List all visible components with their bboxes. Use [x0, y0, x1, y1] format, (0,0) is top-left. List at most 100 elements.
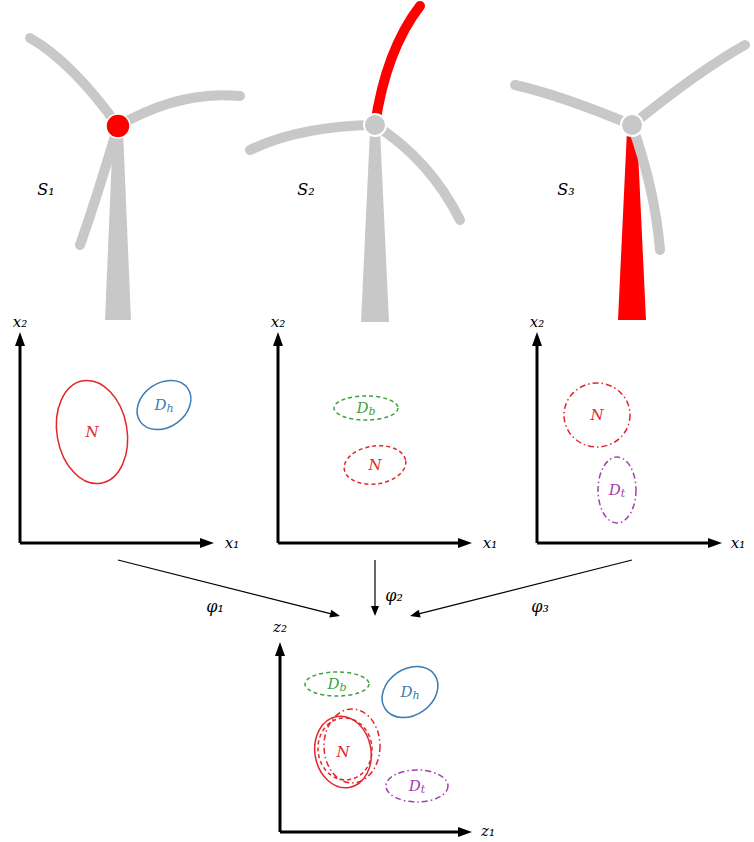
class-subscript: t — [621, 485, 625, 503]
class-symbol: D — [356, 399, 368, 417]
ellipse — [49, 375, 136, 490]
axis-label: z₂ — [273, 618, 287, 636]
arrowhead — [371, 606, 379, 616]
arrowhead — [15, 332, 25, 346]
blade — [80, 126, 118, 245]
ellipse — [372, 656, 448, 728]
axis-label: x₁ — [483, 534, 497, 552]
class-ellipse: Dt — [386, 770, 448, 802]
hub — [106, 114, 130, 138]
ellipse — [305, 672, 369, 696]
blade — [632, 45, 745, 125]
class-ellipse: Dh — [135, 383, 193, 427]
class-symbol: D — [400, 683, 412, 701]
system-label: S₃ — [556, 180, 575, 200]
ellipse-label: Dt — [386, 770, 448, 802]
class-ellipse: Db — [334, 396, 398, 420]
axis-label: x₁ — [225, 534, 239, 552]
ellipse-label: N — [344, 446, 406, 484]
ellipse — [334, 396, 398, 420]
ellipse-label: N — [315, 716, 371, 788]
class-ellipse: N — [344, 446, 406, 484]
ellipse — [324, 709, 380, 783]
axes — [15, 332, 722, 837]
class-ellipse: N — [315, 716, 371, 788]
axis — [277, 342, 280, 543]
class-symbol: D — [154, 396, 166, 414]
class-symbol: D — [409, 777, 421, 795]
arrowhead — [273, 332, 283, 346]
blade — [250, 125, 375, 150]
ellipse-label: Dt — [598, 457, 636, 523]
arrowhead — [329, 610, 340, 618]
arrowhead — [458, 538, 472, 548]
class-symbol: N — [85, 423, 98, 441]
hub — [621, 114, 643, 136]
scatter-plot-panel: x₂ x₁ N Dt — [520, 308, 754, 560]
turbine-3 — [515, 45, 745, 320]
blade — [515, 85, 632, 125]
blade — [375, 125, 460, 220]
axis-label: x₂ — [13, 313, 27, 331]
arrowhead — [410, 610, 421, 618]
class-ellipse: Dh — [380, 669, 440, 715]
class-subscript: h — [166, 400, 173, 418]
axis — [20, 542, 204, 545]
axis — [536, 342, 539, 543]
axis — [537, 542, 712, 545]
ellipse-label: N — [57, 380, 127, 484]
turbine-1 — [30, 38, 240, 320]
arrowhead — [532, 332, 542, 346]
axis — [278, 542, 462, 545]
mapping-label: φ₃ — [530, 597, 550, 617]
hub — [364, 114, 386, 136]
mapping-arrow — [118, 560, 340, 617]
axis — [279, 652, 282, 832]
class-ellipse: N — [57, 380, 127, 484]
system-label: S₂ — [296, 180, 315, 200]
axis — [280, 831, 462, 834]
ellipse — [342, 442, 409, 488]
axis-label: x₂ — [530, 313, 544, 331]
blade — [30, 38, 118, 126]
mapping-arrow — [410, 560, 632, 617]
class-symbol: D — [609, 481, 621, 499]
arrow-line — [374, 560, 375, 608]
mapping-arrow — [371, 560, 379, 616]
axis-label: z₁ — [481, 822, 495, 840]
class-subscript: t — [421, 781, 425, 799]
blade — [632, 125, 660, 250]
arrowhead — [200, 538, 214, 548]
mapping-label: φ₂ — [384, 586, 404, 606]
ellipse-label: Db — [305, 672, 369, 696]
ellipse-label: Dh — [380, 669, 440, 715]
ellipse — [309, 712, 377, 793]
class-ellipse: Db — [305, 672, 369, 696]
scatter-plot-panel: x₂ x₁ N Dh — [5, 308, 245, 560]
scatter-plot-panel: z₂ z₁ Db DhN Dt — [262, 616, 512, 842]
class-subscript: b — [339, 679, 346, 697]
class-subscript: b — [368, 403, 375, 421]
turbine-2 — [250, 6, 460, 322]
class-symbol: D — [327, 675, 339, 693]
class-symbol: N — [368, 456, 381, 474]
class-symbol: N — [590, 406, 603, 424]
arrowhead — [458, 827, 472, 837]
axis — [19, 342, 22, 543]
ellipse — [598, 457, 636, 523]
ellipse — [564, 383, 630, 447]
class-ellipse: Dt — [598, 457, 636, 523]
class-ellipse: N — [564, 383, 630, 447]
axis-label: x₁ — [731, 534, 745, 552]
axis-label: x₂ — [271, 313, 285, 331]
arrow-line — [418, 560, 632, 614]
ellipse-label: Db — [334, 396, 398, 420]
arrowhead — [275, 642, 285, 656]
ellipse-label: N — [564, 383, 630, 447]
system-label: S₁ — [36, 180, 55, 200]
arrow-line — [118, 560, 332, 614]
arrowhead — [708, 538, 722, 548]
